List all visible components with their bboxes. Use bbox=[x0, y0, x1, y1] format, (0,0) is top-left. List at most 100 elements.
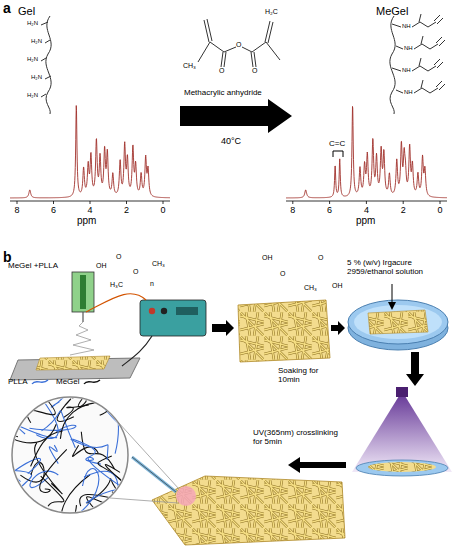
electrospinning-setup bbox=[161, 308, 167, 314]
atom-label: n bbox=[150, 280, 154, 288]
fiber-strand bbox=[60, 403, 109, 439]
atom-label: O bbox=[252, 67, 257, 75]
legend-item: PLLA bbox=[8, 377, 49, 386]
axis-tick-label: 6 bbox=[51, 205, 56, 215]
fiber-strand bbox=[11, 424, 57, 443]
petri-dish bbox=[368, 310, 428, 334]
fiber-strand bbox=[0, 446, 21, 482]
gelatin-structure bbox=[41, 94, 46, 97]
anhydride-structure bbox=[268, 22, 273, 43]
atom-label: CH₃ bbox=[304, 284, 317, 292]
single-fiber bbox=[132, 457, 176, 492]
electrospinning-setup bbox=[10, 272, 206, 380]
atom-label: NH bbox=[402, 67, 411, 74]
anhydride-structure bbox=[224, 47, 236, 52]
legend-text: MeGel bbox=[56, 377, 80, 386]
atom-label: H₂N bbox=[31, 74, 42, 81]
axis-tick bbox=[366, 201, 367, 204]
axis-tick-label: 4 bbox=[364, 205, 369, 215]
atom-label: CH₃ bbox=[183, 62, 196, 70]
fiber-strand bbox=[37, 404, 59, 439]
atom-label: O bbox=[133, 268, 138, 276]
leader-arrow bbox=[392, 284, 393, 304]
process-arrow bbox=[331, 321, 345, 335]
axis-tick bbox=[53, 201, 54, 204]
fiber-strand bbox=[49, 445, 58, 464]
legend-line-sample bbox=[32, 380, 48, 384]
anhydride-structure bbox=[207, 19, 212, 41]
megel-structure bbox=[414, 36, 445, 49]
spectrum-title: MeGel bbox=[376, 5, 408, 18]
megel-structure bbox=[414, 80, 445, 93]
megel-structure bbox=[390, 14, 445, 114]
axis-tick bbox=[403, 201, 404, 204]
anhydride-structure bbox=[242, 47, 252, 52]
fiber-strand bbox=[35, 443, 62, 494]
fiber-strand bbox=[11, 494, 55, 522]
petri-dish bbox=[348, 300, 448, 350]
fiber-network bbox=[0, 366, 157, 525]
step-note: Soaking for 10min bbox=[278, 366, 340, 384]
atom-label: NH bbox=[404, 89, 413, 96]
axis-tick bbox=[90, 201, 91, 204]
axis-tick-label: 4 bbox=[88, 205, 93, 215]
petri-dish bbox=[354, 305, 442, 339]
electrospinning-setup bbox=[72, 272, 94, 312]
gelatin-structure bbox=[41, 22, 48, 25]
atom-label: OH bbox=[96, 262, 107, 270]
anhydride-structure bbox=[254, 52, 256, 67]
electrospinning-setup bbox=[70, 322, 94, 355]
megel-structure bbox=[412, 14, 443, 27]
axis-tick bbox=[163, 201, 164, 204]
anhydride-structure bbox=[266, 42, 280, 60]
atom-label: O bbox=[116, 253, 121, 261]
uv-lamp bbox=[356, 460, 448, 476]
axis-tick bbox=[329, 201, 330, 204]
anhydride-structure bbox=[198, 19, 280, 67]
peak-label: C=C bbox=[329, 139, 345, 148]
electrospinning-setup bbox=[82, 312, 83, 322]
fiber-strand bbox=[64, 405, 89, 417]
megel-structure bbox=[412, 58, 443, 71]
petri-dish bbox=[348, 300, 448, 344]
legend-line-sample bbox=[84, 380, 100, 384]
leader-arrow bbox=[388, 284, 396, 310]
fiber-strand bbox=[40, 449, 67, 492]
atom-label: O bbox=[318, 254, 323, 262]
fiber-strand bbox=[121, 484, 157, 506]
anhydride-structure bbox=[221, 52, 223, 67]
axis-tick bbox=[126, 201, 127, 204]
atom-label: O bbox=[236, 41, 241, 49]
atom-label: H₂C bbox=[265, 8, 278, 16]
legend-line-sample bbox=[31, 378, 49, 386]
atom-label: O bbox=[219, 67, 224, 75]
process-arrow bbox=[212, 320, 234, 336]
megel-structure bbox=[396, 90, 403, 93]
spectrum-trace bbox=[286, 106, 447, 197]
axis-tick-label: 0 bbox=[438, 205, 443, 215]
megel-structure bbox=[390, 16, 395, 114]
electrospinning-setup bbox=[122, 336, 152, 366]
fiber-strand bbox=[27, 399, 56, 423]
megel-structure bbox=[392, 24, 401, 27]
zoom-circle bbox=[12, 397, 128, 513]
axis-tick-label: 2 bbox=[401, 205, 406, 215]
axis-tick-label: 0 bbox=[161, 205, 166, 215]
anhydride-structure bbox=[198, 42, 210, 62]
uv-lamp bbox=[396, 387, 408, 397]
megel-structure bbox=[396, 46, 403, 49]
electrospinning-setup bbox=[36, 356, 110, 370]
axis-title: ppm bbox=[356, 215, 375, 227]
fiber-strand bbox=[96, 398, 121, 426]
axis-tick-label: 6 bbox=[327, 205, 332, 215]
fiber-strand bbox=[121, 456, 133, 498]
spectrum-title: Gel bbox=[18, 5, 35, 18]
leader-arrow bbox=[388, 302, 396, 310]
uv-lamp bbox=[352, 387, 452, 476]
atom-label: H₂N bbox=[31, 38, 42, 45]
fiber-strand bbox=[61, 475, 90, 525]
gelatin-structure bbox=[45, 40, 50, 43]
anhydride-structure bbox=[252, 42, 266, 52]
legend-line-sample bbox=[83, 378, 101, 386]
